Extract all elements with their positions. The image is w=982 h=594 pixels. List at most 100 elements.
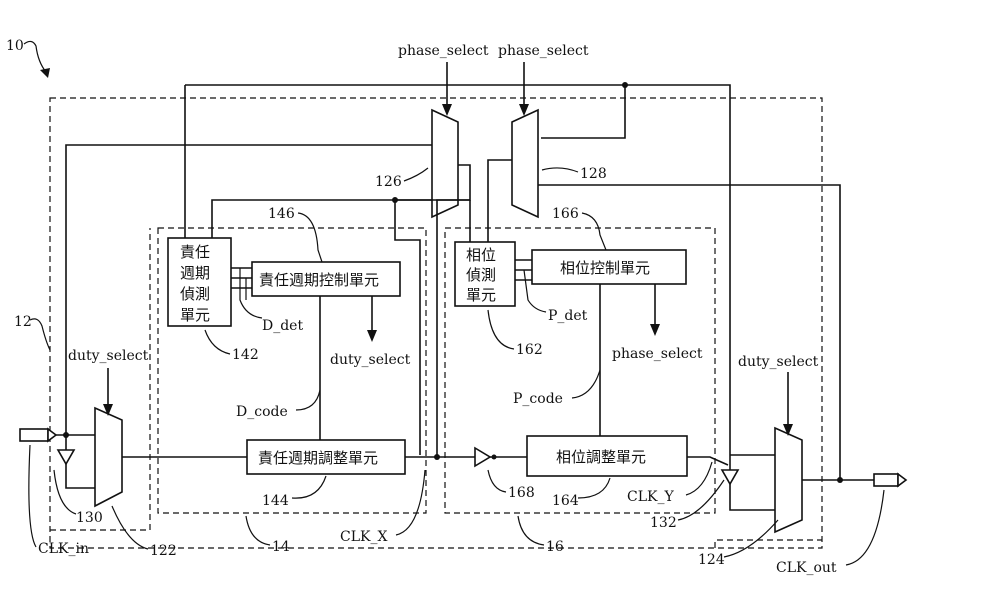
leader-130 [53, 469, 77, 515]
phase-block-16 [444, 227, 716, 514]
outer-boundary-12 [49, 97, 823, 549]
clk-in-leader [28, 444, 37, 548]
mux-124 [774, 426, 803, 534]
leader-12 [29, 318, 51, 351]
duty-select-mid-label: duty_select [330, 352, 411, 368]
phase-detect-line2: 偵測 [466, 266, 496, 284]
mux-128-output [538, 184, 841, 480]
phase-select-label-a: phase_select [398, 43, 489, 59]
leader-16 [517, 515, 545, 546]
clk-in-feedback-wire [65, 144, 432, 435]
arrowhead [783, 424, 793, 436]
clk-out-port-tip [897, 472, 908, 488]
leader-162 [487, 309, 515, 350]
buffer-132 [720, 469, 740, 486]
leader-164 [577, 477, 611, 499]
phase-adjust-out [687, 456, 729, 466]
buffer-168 [474, 446, 492, 468]
arrowhead [103, 404, 113, 416]
d-det-leader [239, 268, 263, 319]
buffer-130 [56, 449, 76, 466]
phase-det-bus [515, 259, 532, 281]
leader-10 [23, 40, 47, 73]
clk-x-leader [395, 469, 426, 536]
clk-out-label: CLK_out [776, 560, 837, 576]
p-code-leader [571, 369, 601, 399]
arrowhead [650, 324, 660, 336]
phase-adjust-label: 相位調整單元 [556, 448, 646, 466]
duty-control-label: 責任週期控制單元 [259, 271, 379, 289]
ref-130: 130 [76, 510, 103, 526]
ref-16: 16 [546, 539, 564, 555]
ref-166: 166 [552, 206, 579, 222]
junction-dot [491, 454, 497, 460]
ref-128: 128 [580, 166, 607, 182]
duty-detect-line4: 單元 [180, 306, 210, 324]
ref-126: 126 [375, 174, 402, 190]
duty-detect-line3: 偵測 [180, 285, 210, 303]
p-det-label: P_det [548, 308, 588, 324]
clk-x-label: CLK_X [340, 529, 387, 545]
clk-y-leader [685, 461, 713, 496]
phase-adjust-unit [526, 435, 688, 477]
d-code-label: D_code [236, 404, 288, 420]
p-det-leader [523, 269, 547, 313]
duty-detect-line1: 責任 [180, 243, 210, 261]
d-code-leader [295, 389, 321, 411]
leader-126 [403, 167, 429, 182]
phase-detect-line3: 單元 [466, 286, 496, 304]
leader-122 [111, 505, 149, 550]
wire-128-to-phase-detect [487, 159, 512, 242]
clk-out-port [873, 473, 899, 487]
duty-det-bus [231, 267, 252, 289]
ref-132: 132 [650, 515, 677, 531]
phase-control-label: 相位控制單元 [560, 259, 650, 277]
leader-168 [487, 469, 507, 493]
leader-128 [541, 167, 579, 173]
leader-146 [297, 212, 323, 263]
ref-164: 164 [552, 493, 579, 509]
phase-detect-line1: 相位 [466, 246, 496, 264]
arrowhead [40, 68, 50, 78]
leader-144 [291, 475, 327, 499]
duty-select-right-label: duty_select [738, 354, 819, 370]
phase-detect-unit [454, 241, 516, 307]
buffer-132-out [729, 484, 775, 511]
output-section-boundary [714, 539, 822, 548]
p-code-label: P_code [513, 391, 563, 407]
duty-block-14 [157, 227, 427, 514]
input-section-boundary [50, 228, 151, 531]
ref-14: 14 [272, 539, 290, 555]
arrowhead [442, 104, 452, 116]
mux-128 [511, 108, 539, 219]
ref-142: 142 [232, 347, 259, 363]
leader-14 [245, 515, 271, 546]
clk-out-leader [845, 489, 885, 566]
clk-y-label: CLK_Y [627, 489, 674, 505]
d-det-label: D_det [262, 318, 303, 334]
buffer-130-out [65, 464, 95, 489]
ref-12: 12 [14, 314, 32, 330]
mux-126-output [395, 164, 471, 201]
leader-132 [677, 479, 725, 521]
phase-select-mid-label: phase_select [612, 346, 703, 362]
duty-adjust-unit [246, 439, 406, 475]
clk-in-label: CLK_in [38, 541, 89, 557]
ref-122: 122 [150, 543, 177, 559]
clk-in-port [19, 428, 49, 442]
ref-146: 146 [268, 206, 295, 222]
leader-124 [723, 519, 779, 558]
wire-625-right [625, 84, 731, 455]
ref-124: 124 [698, 552, 725, 568]
duty-detect-line2: 週期 [180, 264, 210, 282]
ref-162: 162 [516, 342, 543, 358]
ref-10: 10 [6, 38, 24, 54]
mux-122 [94, 406, 123, 508]
duty-select-left-label: duty_select [68, 348, 149, 364]
arrowhead [367, 330, 377, 342]
junction-dot [837, 477, 843, 483]
ref-144: 144 [262, 493, 289, 509]
mux-126 [431, 108, 459, 219]
phase-select-label-b: phase_select [498, 43, 589, 59]
